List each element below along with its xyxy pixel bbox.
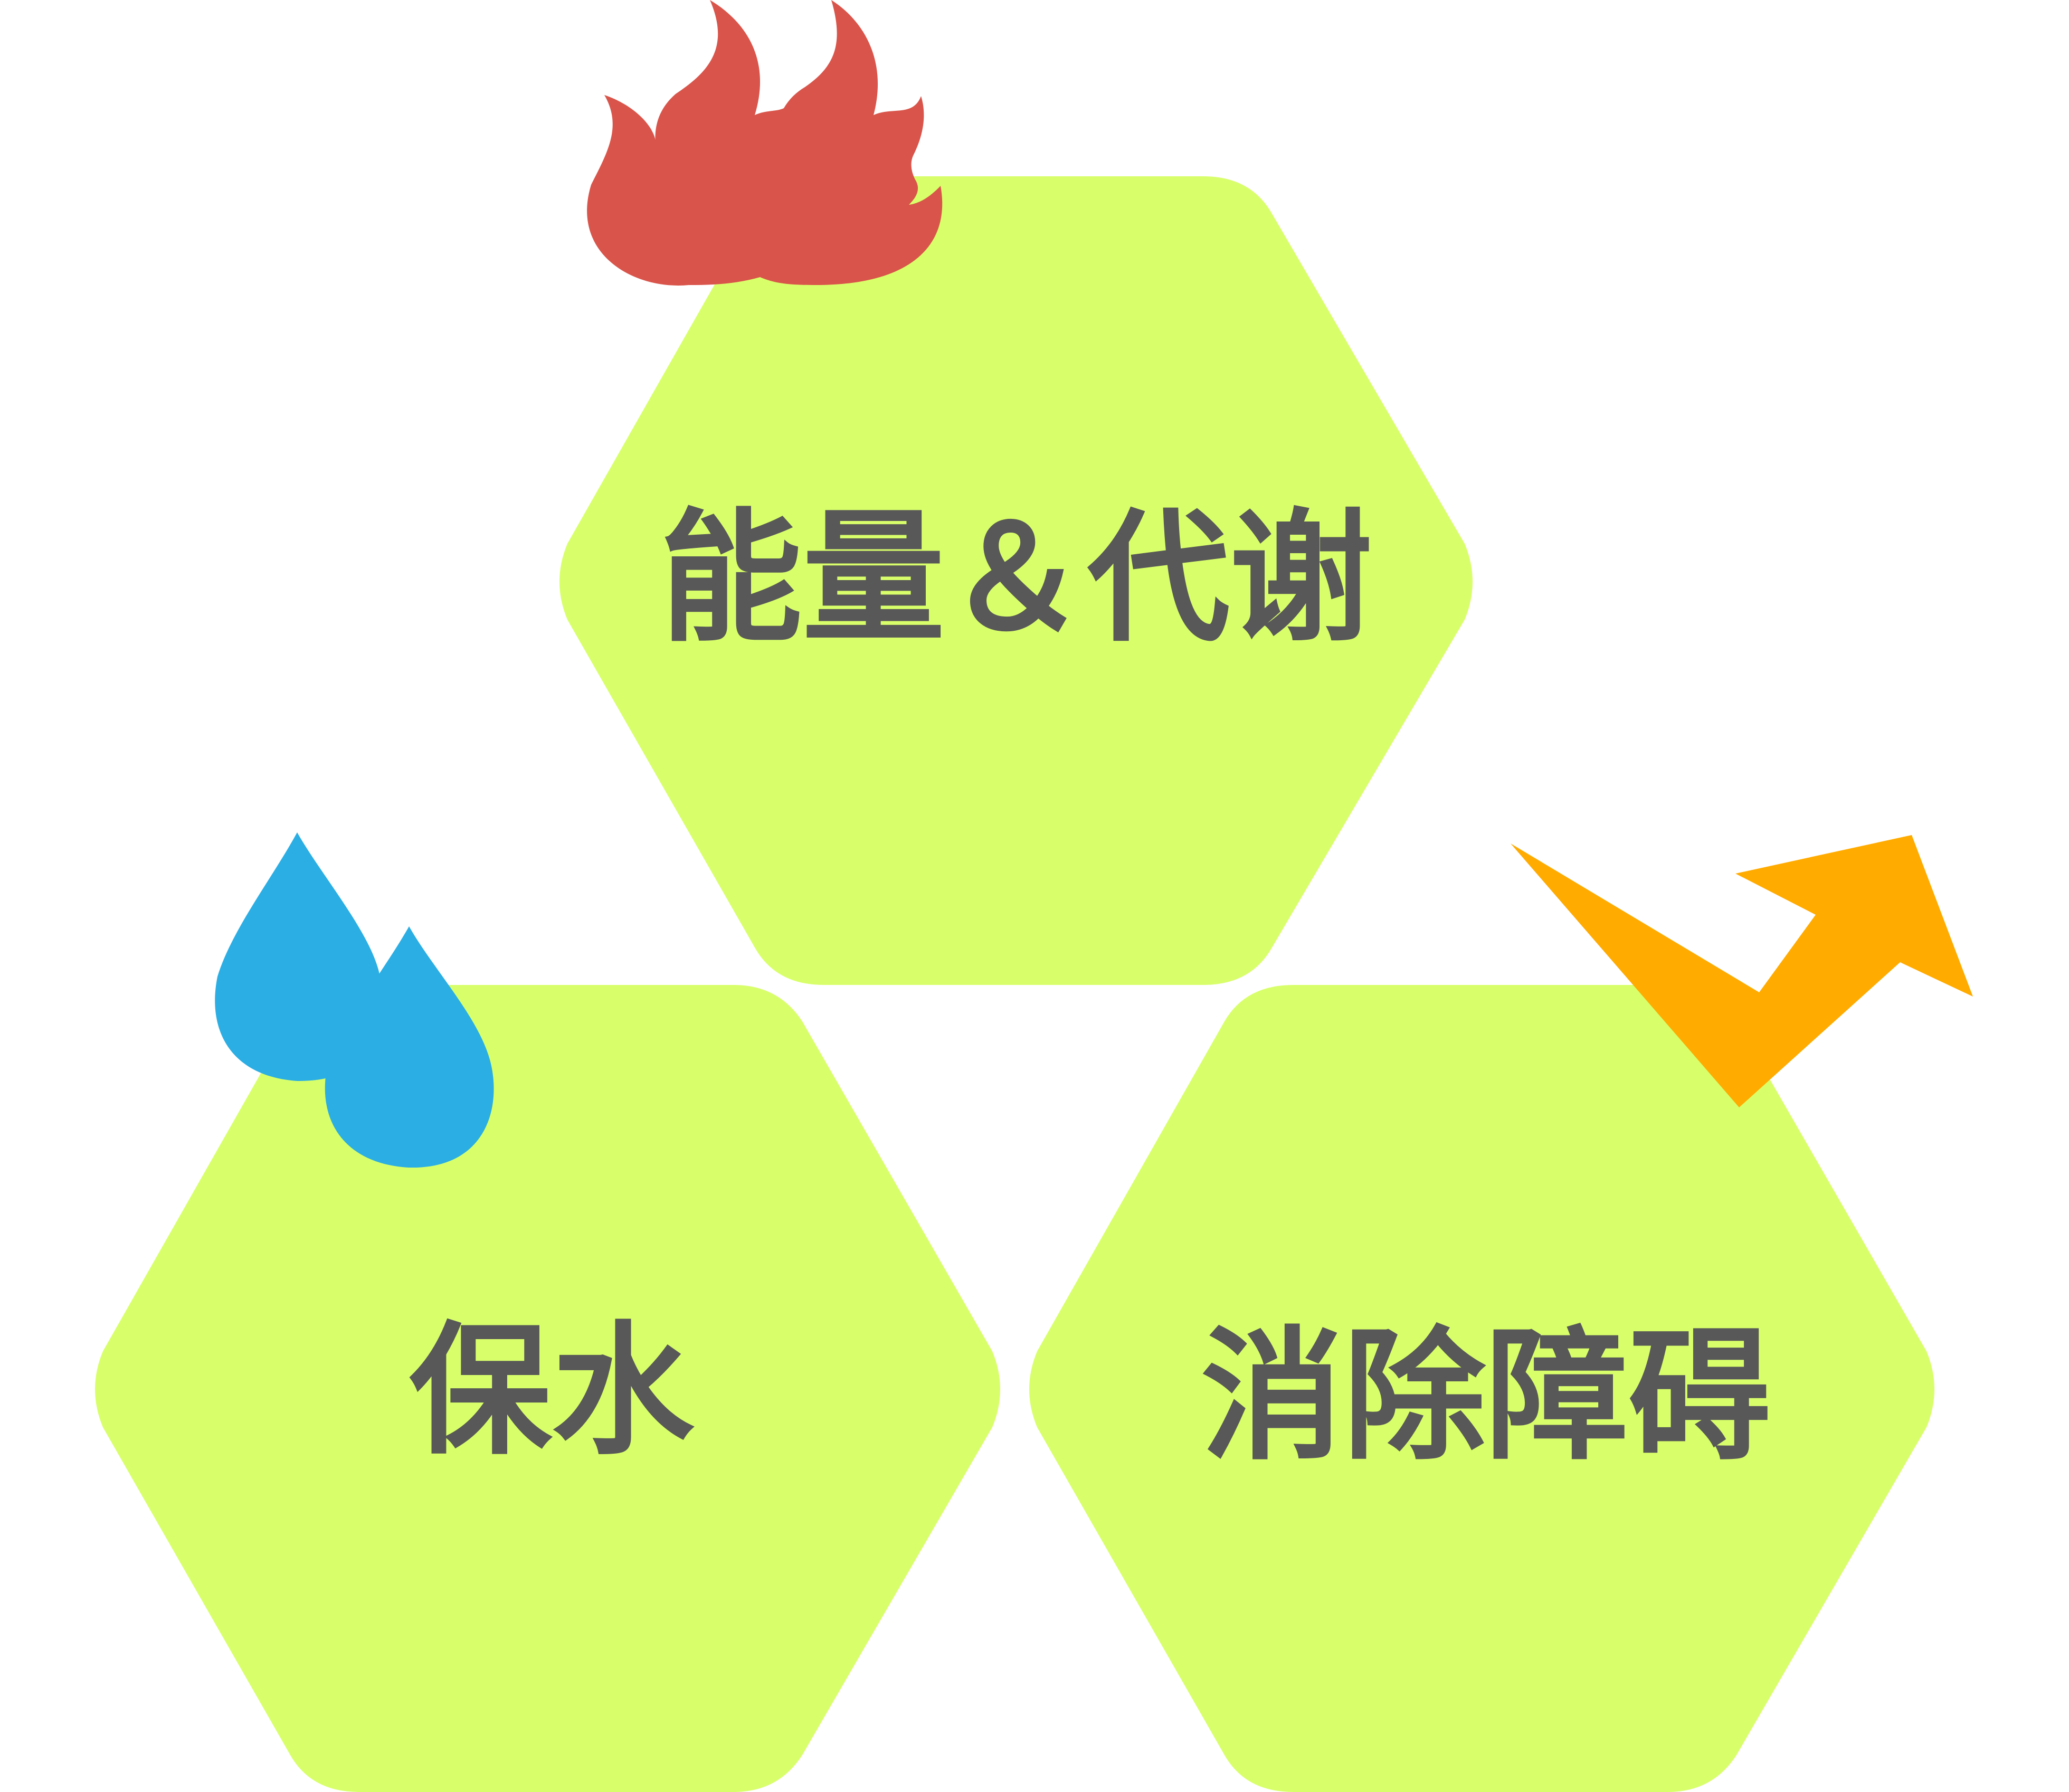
hexagon-label-remove-obstacles: 消除障碍 bbox=[1201, 1313, 1771, 1480]
water-drop-large bbox=[215, 832, 386, 1082]
hexagon-label-energy-metabolism: 能量＆代谢 bbox=[660, 495, 1372, 661]
hexagon-label-water-retention: 保水 bbox=[409, 1308, 696, 1474]
hexagon-energy-metabolism: 能量＆代谢 bbox=[559, 176, 1473, 985]
hexagon-shape bbox=[1029, 985, 1934, 1792]
hexagon-shape bbox=[95, 985, 1000, 1792]
flame-icon bbox=[587, 0, 943, 286]
water-drop-small bbox=[325, 926, 494, 1168]
zigzag-arrow-icon bbox=[1511, 835, 1973, 1107]
water-drops-icon bbox=[215, 832, 494, 1168]
hexagon-water-retention: 保水 bbox=[95, 985, 1000, 1792]
hexagon-shape bbox=[559, 176, 1473, 985]
hexagon-remove-obstacles: 消除障碍 bbox=[1029, 985, 1934, 1792]
